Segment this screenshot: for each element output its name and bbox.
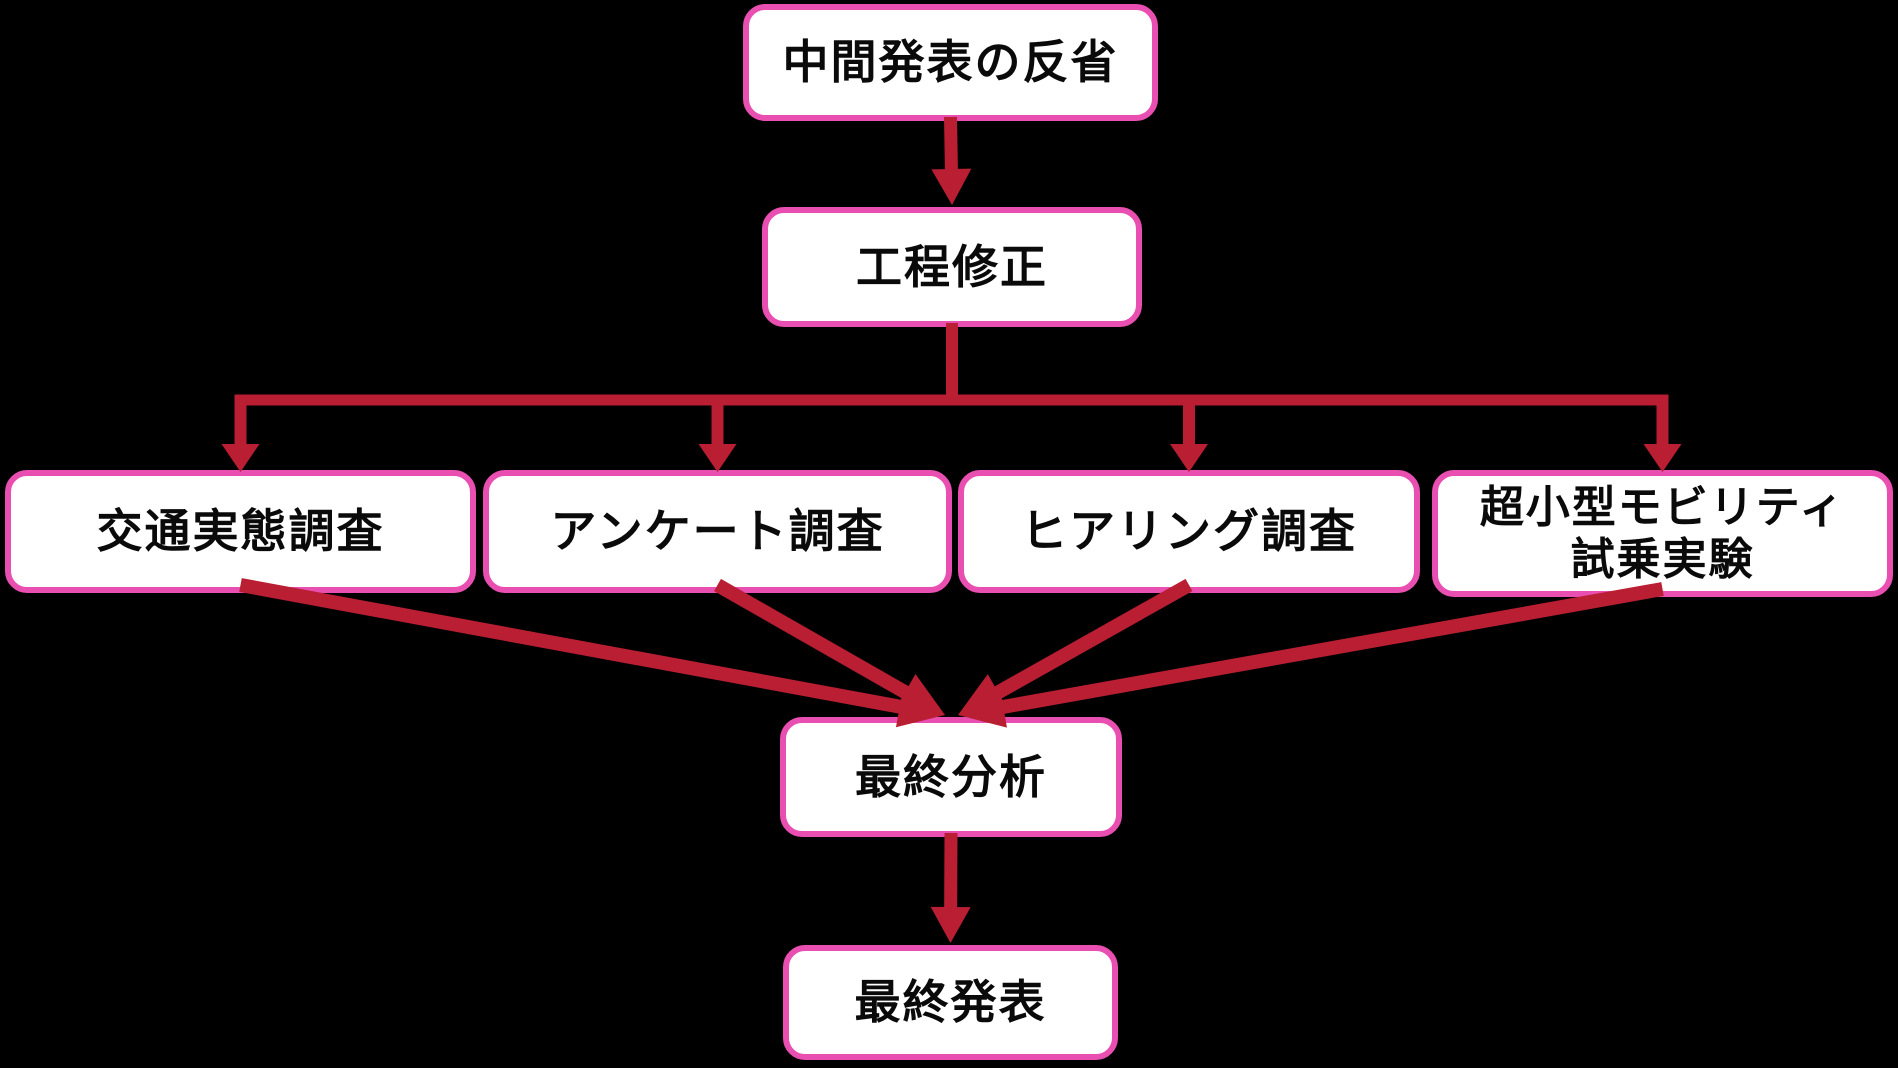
node-label-mobility: 超小型モビリティ 試乗実験	[1479, 482, 1846, 584]
edge-reflection-revision	[931, 116, 972, 205]
node-reflection: 中間発表の反省	[743, 4, 1158, 121]
node-label-traffic: 交通実態調査	[96, 505, 385, 558]
node-hearing: ヒアリング調査	[958, 470, 1420, 593]
node-presentation: 最終発表	[783, 945, 1118, 1060]
node-label-revision: 工程修正	[856, 240, 1048, 293]
edge-survey-analysis	[714, 578, 945, 715]
node-label-reflection: 中間発表の反省	[782, 36, 1119, 89]
node-mobility: 超小型モビリティ 試乗実験	[1432, 470, 1893, 597]
edge-hearing-analysis	[958, 578, 1193, 715]
node-label-analysis: 最終分析	[855, 750, 1047, 803]
node-label-presentation: 最終発表	[854, 976, 1047, 1029]
node-label-survey: アンケート調査	[550, 505, 885, 558]
edge-mobility-analysis	[958, 582, 1664, 728]
edge-analysis-presentation	[930, 832, 971, 943]
node-analysis: 最終分析	[780, 717, 1122, 837]
edge-traffic-analysis	[239, 578, 945, 728]
node-revision: 工程修正	[762, 207, 1142, 327]
node-survey: アンケート調査	[483, 470, 952, 593]
edge-tee-revision	[221, 323, 1682, 472]
node-label-hearing: ヒアリング調査	[1021, 505, 1357, 558]
node-traffic: 交通実態調査	[5, 470, 476, 593]
